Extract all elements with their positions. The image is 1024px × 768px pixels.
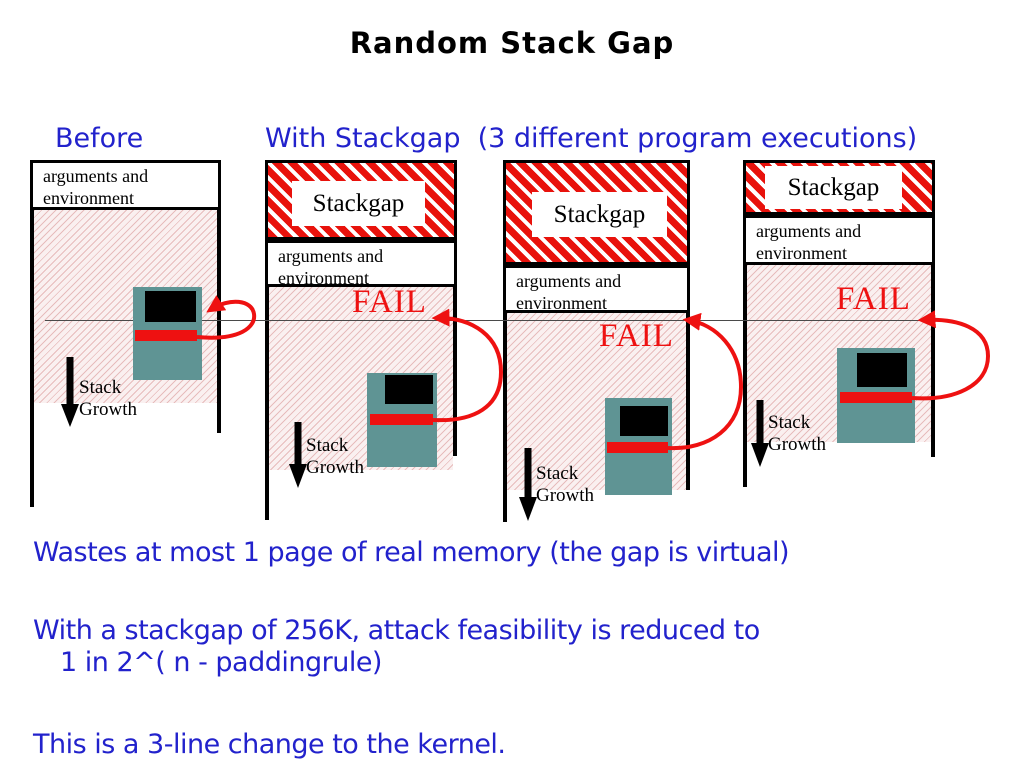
args-env-line1: arguments and	[43, 166, 149, 186]
args-env-line1: arguments and	[278, 246, 384, 266]
stackgap-label: Stackgap	[765, 166, 902, 209]
args-env-line1: arguments and	[756, 221, 862, 241]
stackgap-label: Stackgap	[292, 181, 425, 226]
column-right-border	[931, 160, 935, 457]
computer-screen-icon	[145, 291, 196, 322]
args-env-box: arguments and environment	[30, 160, 221, 210]
args-env-box: arguments and environment	[743, 215, 935, 265]
column-left-border	[265, 160, 269, 520]
column-right-border	[453, 160, 457, 456]
column-left-border	[30, 160, 34, 507]
stack-growth-label: Stack Growth	[768, 412, 826, 456]
stack-growth-label-line2: Growth	[536, 485, 595, 506]
stack-growth-label-line2: Growth	[306, 457, 365, 478]
computer-screen-icon	[620, 406, 668, 436]
with-stackgap-heading: With Stackgap (3 different program execu…	[265, 123, 918, 154]
note-kernel-change: This is a 3-line change to the kernel.	[33, 729, 506, 760]
stack-growth-label-line2: Growth	[768, 434, 827, 455]
computer-slot-icon	[840, 392, 912, 403]
column-left-border	[743, 160, 747, 487]
args-env-box: arguments and environment	[265, 240, 457, 288]
stackgap-label-text: Stackgap	[553, 200, 646, 228]
args-env-line2: environment	[43, 188, 134, 208]
note-feasibility-line2: 1 in 2^( n - paddingrule)	[60, 647, 382, 678]
stackgap-label: Stackgap	[532, 192, 667, 237]
note-feasibility-line1: With a stackgap of 256K, attack feasibil…	[33, 615, 760, 646]
stack-growth-label-line1: Stack	[306, 435, 349, 456]
computer-slot-icon	[370, 414, 433, 425]
args-env-line2: environment	[278, 268, 369, 288]
args-env-line2: environment	[756, 243, 847, 263]
stack-growth-label-line2: Growth	[79, 399, 138, 420]
slide-title: Random Stack Gap	[349, 26, 675, 60]
computer-slot-icon	[135, 330, 197, 341]
fail-label: FAIL	[352, 284, 427, 320]
args-env-box: arguments and environment	[503, 265, 690, 313]
computer-screen-icon	[385, 375, 433, 404]
note-wastes: Wastes at most 1 page of real memory (th…	[33, 537, 790, 568]
fail-label: FAIL	[836, 281, 911, 317]
stack-growth-label-line1: Stack	[768, 412, 811, 433]
stack-growth-label-line1: Stack	[536, 463, 579, 484]
before-heading: Before	[55, 123, 144, 154]
computer-screen-icon	[857, 353, 907, 387]
column-left-border	[503, 160, 507, 522]
args-env-line1: arguments and	[516, 271, 622, 291]
computer-slot-icon	[607, 442, 668, 453]
stackgap-label-text: Stackgap	[312, 189, 405, 217]
stack-growth-label: Stack Growth	[79, 377, 137, 421]
stack-growth-label: Stack Growth	[536, 463, 594, 507]
args-env-line2: environment	[516, 293, 607, 313]
stack-growth-label: Stack Growth	[306, 435, 364, 479]
stack-growth-label-line1: Stack	[79, 377, 122, 398]
fail-label: FAIL	[599, 318, 674, 354]
stackgap-label-text: Stackgap	[787, 173, 880, 201]
